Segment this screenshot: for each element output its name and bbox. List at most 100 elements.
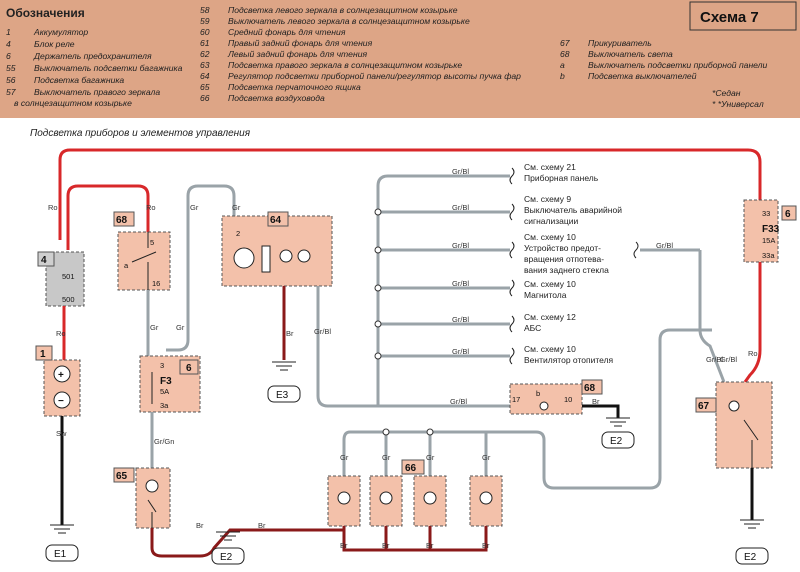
pin-label: 5 xyxy=(150,238,154,247)
legend-panel xyxy=(0,0,800,118)
wire-brown-65-66 xyxy=(150,528,320,558)
wire-label: Br xyxy=(592,397,600,406)
wire-black-to-e2 xyxy=(582,404,620,418)
component-number-67: 67 xyxy=(698,401,710,412)
wire-red-main xyxy=(58,148,762,240)
legend-num: 64 xyxy=(200,71,210,81)
wire-label: Br xyxy=(286,329,294,338)
ref-line: АБС xyxy=(524,323,541,333)
wire-junction xyxy=(382,428,390,436)
legend-note: * *Универсал xyxy=(712,99,764,109)
ref-line: См. схему 10 xyxy=(524,344,576,354)
connector-symbol xyxy=(509,315,515,333)
component-number-6: 6 xyxy=(186,363,192,374)
legend-item: Аккумулятор xyxy=(33,27,88,37)
diagram-subtitle: Подсветка приборов и элементов управлени… xyxy=(30,127,251,139)
wire-label: Br xyxy=(426,541,434,550)
lamp-icon xyxy=(479,491,493,505)
ref-line: См. схему 9 xyxy=(524,194,571,204)
legend-num: 1 xyxy=(6,27,11,37)
pin-label: b xyxy=(536,389,540,398)
legend-item: Блок реле xyxy=(34,39,75,49)
wire-label: Gr xyxy=(232,203,241,212)
ground-e3: E3 xyxy=(267,361,301,403)
lamp-icon xyxy=(279,249,293,263)
component-tag xyxy=(695,397,717,413)
glovebox-light-65 xyxy=(135,467,171,529)
lamp-icon xyxy=(379,491,393,505)
wire-label: Gr xyxy=(340,453,349,462)
connector-symbol xyxy=(509,241,515,259)
legend-num: 65 xyxy=(200,82,210,92)
legend-item: Держатель предохранителя xyxy=(33,51,152,61)
wire-red-to-68 xyxy=(66,184,150,250)
wire-label: Gr xyxy=(426,453,435,462)
legend-item: Подсветка правого зеркала в солнцезащитн… xyxy=(228,60,462,70)
legend-item: Средний фонарь для чтения xyxy=(228,27,346,37)
wire-grey-return xyxy=(658,328,712,341)
component-number-6: 6 xyxy=(785,209,791,220)
component-number-68: 68 xyxy=(116,215,128,226)
ref-line: Приборная панель xyxy=(524,173,599,183)
switch-contact xyxy=(131,232,157,290)
wire-label: Gr xyxy=(150,323,159,332)
legend-note: *Седан xyxy=(712,88,741,98)
wire-label: Ro xyxy=(56,329,66,338)
wire-label: Gr xyxy=(482,453,491,462)
connector-symbol xyxy=(509,167,515,185)
wire-label: Gr/Bl xyxy=(452,167,469,176)
wire-label: Br xyxy=(340,541,348,550)
component-number-4: 4 xyxy=(41,255,47,266)
legend-item: Подсветка перчаточного ящика xyxy=(228,82,361,92)
legend-num: 60 xyxy=(200,27,210,37)
wire-label: Gr/Bl xyxy=(314,327,331,336)
lamp-icon xyxy=(728,400,740,412)
legend-num: a xyxy=(560,60,565,70)
component-tag xyxy=(35,345,53,361)
ref-line: См. схему 21 xyxy=(524,162,576,172)
component-tag xyxy=(179,359,199,375)
fuse-rating: 15A xyxy=(762,236,775,245)
legend-item: Прикуриватель xyxy=(588,38,652,48)
component-tag xyxy=(37,251,55,267)
component-tag xyxy=(781,205,797,221)
pin-label: 17 xyxy=(512,395,520,404)
legend-item: Выключатель подсветки багажника xyxy=(34,63,183,73)
wire-brown-vents xyxy=(320,526,488,552)
legend-num: b xyxy=(560,71,565,81)
wire-label: Gr/Bl xyxy=(452,241,469,250)
pin-label: 16 xyxy=(152,279,160,288)
component-tag xyxy=(113,211,135,227)
component-number-66: 66 xyxy=(405,463,417,474)
wire-junction xyxy=(426,428,434,436)
wire-junction xyxy=(374,352,382,360)
wire-label: Gr xyxy=(382,453,391,462)
wire-junction xyxy=(374,320,382,328)
ref-line: Вентилятор отопителя xyxy=(524,355,614,365)
ref-line: Устройство предот- xyxy=(524,243,601,253)
wire-label: Gr/Bl xyxy=(452,279,469,288)
battery-minus: − xyxy=(58,396,64,407)
wire-label: Gr/Bl xyxy=(706,355,723,364)
legend-num: 61 xyxy=(200,38,210,48)
legend-item: Подсветка воздуховода xyxy=(228,93,325,103)
legend-num: 6 xyxy=(6,51,11,61)
wire-label: Gr xyxy=(176,323,185,332)
legend-item: в солнцезащитном козырьке xyxy=(14,98,132,108)
wire-label: Sw xyxy=(56,429,67,438)
ground-label: E1 xyxy=(54,549,67,560)
wire-label: Ro xyxy=(748,349,758,358)
wire-junction xyxy=(374,246,382,254)
connector-symbol xyxy=(633,241,639,259)
wire-label: Gr/Bl xyxy=(450,397,467,406)
light-switch-68 xyxy=(117,231,171,291)
legend-column-1: 1 Аккумулятор 4 Блок реле 6 Держатель пр… xyxy=(6,27,183,108)
ground-e2-bottom: E2 xyxy=(211,531,245,565)
fuse-name: F3 xyxy=(160,376,172,387)
legend-item: Подсветка выключателей xyxy=(588,71,697,81)
lamp-icon xyxy=(337,491,351,505)
legend-num: 62 xyxy=(200,49,210,59)
switch-contact xyxy=(147,499,157,528)
legend-num: 68 xyxy=(560,49,570,59)
